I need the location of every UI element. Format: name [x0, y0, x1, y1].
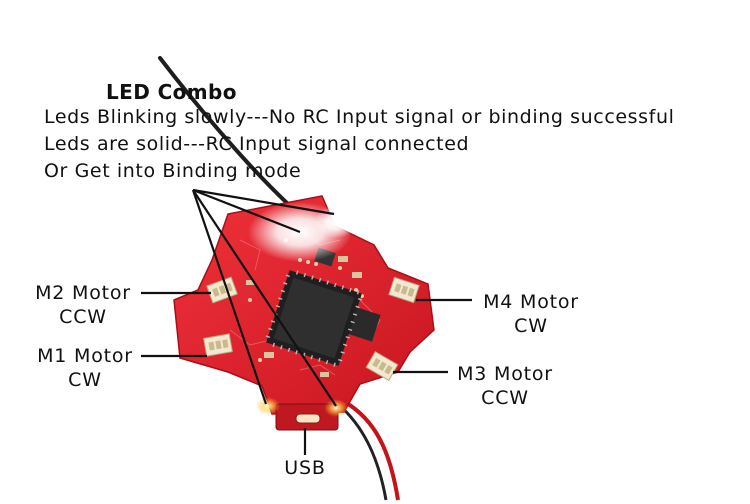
m2-motor-name: M2 Motor — [35, 282, 131, 304]
led-info-line-3: Or Get into Binding mode — [44, 160, 302, 182]
connector-m4 — [388, 276, 420, 304]
m1-motor-name: M1 Motor — [37, 345, 133, 367]
m4-motor-name: M4 Motor — [483, 291, 579, 313]
usb-port — [275, 403, 339, 431]
power-wire-2 — [337, 402, 388, 501]
m3-motor-direction: CCW — [481, 387, 529, 409]
connector-m3 — [365, 351, 399, 381]
led-glow-bottom-right — [324, 399, 348, 417]
m4-motor-label: M4 Motor CW — [472, 290, 590, 338]
main-mcu-chip — [265, 270, 363, 367]
antenna-wire — [158, 56, 302, 217]
led-glow-top-right — [314, 206, 358, 238]
power-wire — [343, 400, 400, 501]
usb-label: USB — [284, 457, 326, 479]
led-pointer-lines — [191, 188, 337, 407]
m2-motor-direction: CCW — [59, 306, 107, 328]
m1-motor-direction: CW — [68, 369, 102, 391]
m1-motor-label: M1 Motor CW — [26, 344, 144, 392]
m3-motor-label: M3 Motor CCW — [446, 362, 564, 410]
led-info-line-1: Leds Blinking slowly---No RC Input signa… — [44, 106, 675, 128]
led-info-line-2: Leds are solid---RC Input signal connect… — [44, 133, 470, 155]
m4-motor-direction: CW — [514, 315, 548, 337]
m2-motor-label: M2 Motor CCW — [24, 281, 142, 329]
m3-motor-name: M3 Motor — [457, 363, 553, 385]
led-combo-title: LED Combo — [106, 80, 237, 104]
connector-m1 — [203, 333, 233, 357]
led-glow-bottom-left — [256, 397, 280, 415]
smd-components — [246, 256, 362, 377]
